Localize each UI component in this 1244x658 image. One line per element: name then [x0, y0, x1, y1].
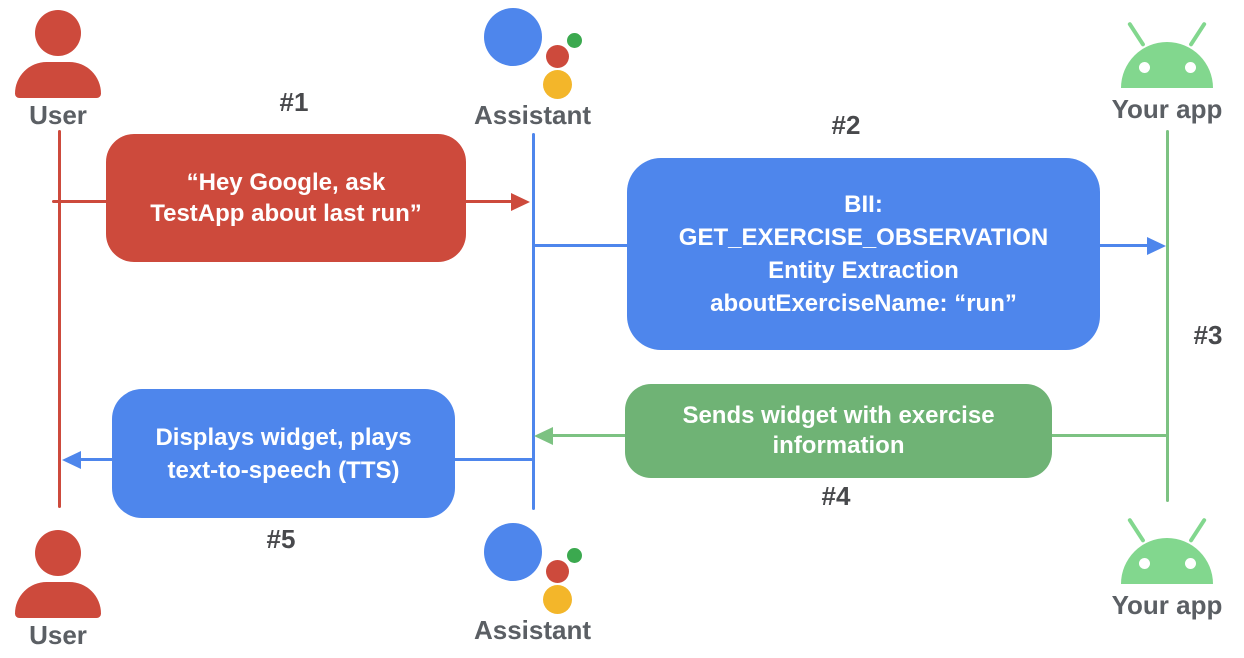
message-box-1: “Hey Google, ask TestApp about last run” — [106, 134, 466, 262]
message-box-5: Displays widget, plays text-to-speech (T… — [112, 389, 455, 518]
lifeline-user — [58, 130, 61, 508]
arrow-2-line-left — [534, 244, 629, 247]
actor-label: User — [29, 620, 87, 650]
actor-label: Assistant — [473, 615, 592, 645]
actor-assistant-top: Assistant — [460, 4, 605, 131]
user-icon — [6, 6, 110, 98]
actor-user-top: User — [6, 6, 110, 131]
arrowhead-right-icon — [511, 193, 530, 211]
actor-user-bottom: User — [6, 526, 110, 651]
actor-label: Your app — [1111, 590, 1223, 620]
arrowhead-left-icon — [62, 451, 81, 469]
arrow-5-line-left — [80, 458, 114, 461]
arrow-4-line-left — [551, 434, 627, 437]
arrow-1-line-right — [464, 200, 513, 203]
user-icon — [6, 526, 110, 618]
actor-label: Your app — [1111, 94, 1223, 124]
arrowhead-left-icon — [534, 427, 553, 445]
actor-your-app-bottom: Your app — [1102, 508, 1232, 621]
assistant-logo-icon — [460, 4, 605, 99]
arrow-2-line-right — [1098, 244, 1150, 247]
step-label-1: #1 — [279, 87, 309, 117]
lifeline-assistant — [532, 133, 535, 510]
actor-label: User — [29, 100, 87, 130]
lifeline-your-app — [1166, 130, 1169, 502]
arrow-1-line-left — [52, 200, 108, 203]
step-label-2: #2 — [831, 110, 861, 140]
actor-label: Assistant — [473, 100, 592, 130]
arrowhead-right-icon — [1147, 237, 1166, 255]
message-box-4: Sends widget with exercise information — [625, 384, 1052, 478]
actor-assistant-bottom: Assistant — [460, 519, 605, 646]
step-label-4: #4 — [821, 481, 851, 511]
arrow-4-line-right — [1050, 434, 1167, 437]
android-icon — [1102, 508, 1232, 588]
step-label-5: #5 — [266, 524, 296, 554]
step-label-3: #3 — [1193, 320, 1223, 350]
arrow-5-line-right — [453, 458, 533, 461]
actor-your-app-top: Your app — [1102, 12, 1232, 125]
message-box-2: BII: GET_EXERCISE_OBSERVATION Entity Ext… — [627, 158, 1100, 350]
android-icon — [1102, 12, 1232, 92]
assistant-logo-icon — [460, 519, 605, 614]
